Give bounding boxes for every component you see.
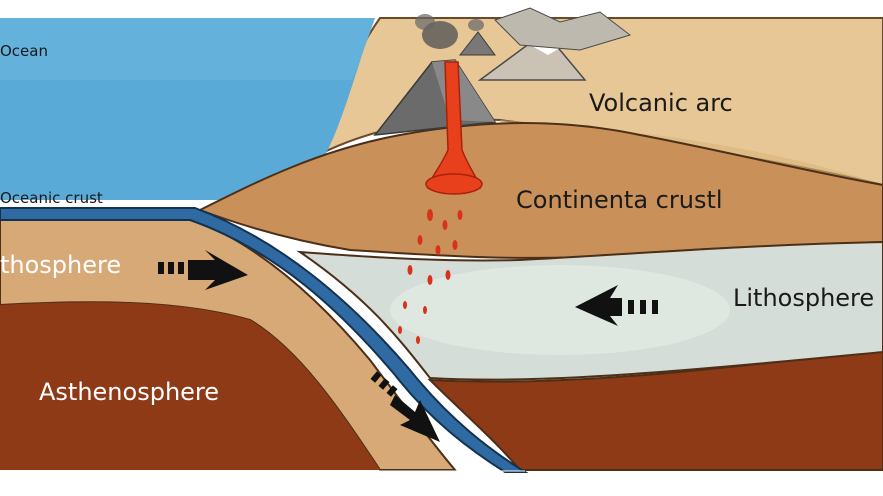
oceanic-crust-label: Oceanic crust [0,189,103,207]
lithosphere-highlight [390,265,730,355]
arrow-dash [640,300,646,314]
arrow-dash [178,262,184,274]
asthenosphere-layer [0,302,380,470]
magma-drop [416,336,420,344]
small-volcano-smoke [468,19,484,31]
magma-drop [417,235,423,245]
arrow-dash [628,300,634,314]
oceanic-crust-band [0,207,529,473]
ocean-surface-shading [0,18,375,80]
small-volcano [458,31,496,56]
lithosphere-left-label: thosphere [0,251,122,279]
magma-chamber [425,173,483,195]
arrow-dash [386,385,398,397]
subduction-arrow [370,371,440,442]
mountain-back [494,7,632,51]
arrow-head [575,285,622,326]
magma-drop [457,210,463,220]
magma-drop [435,245,441,255]
volcanic-arc-label: Volcanic arc [589,89,733,117]
lithosphere-left-arrow [158,250,248,290]
magma-drop [427,209,433,221]
arrow-dash [378,378,390,390]
continental-crust-label: Continenta crustl [516,186,723,214]
magma-drop [442,220,448,230]
arrow-head [390,395,440,442]
arrow-dash [168,262,174,274]
magma-drop [403,301,407,309]
magma-drop [407,265,413,275]
continental-crust [197,122,883,259]
lithosphere-right-label: Lithosphere [733,284,875,312]
mountain-range [477,30,587,81]
magma-drop [427,275,433,285]
ocean-label: Ocean [0,42,48,60]
magma-drop [423,306,427,314]
arrow-head [188,250,248,290]
arrow-dash [652,300,658,314]
magma-drop [452,240,458,250]
magma-drop [398,326,402,334]
asthenosphere-label: Asthenosphere [39,378,220,406]
volcano-smoke-2 [415,14,435,30]
arrow-dash [370,371,382,383]
lithosphere-right-arrow [575,285,658,326]
magma-drops [398,209,463,344]
arrow-dash [158,262,164,274]
magma-drop [445,270,451,280]
